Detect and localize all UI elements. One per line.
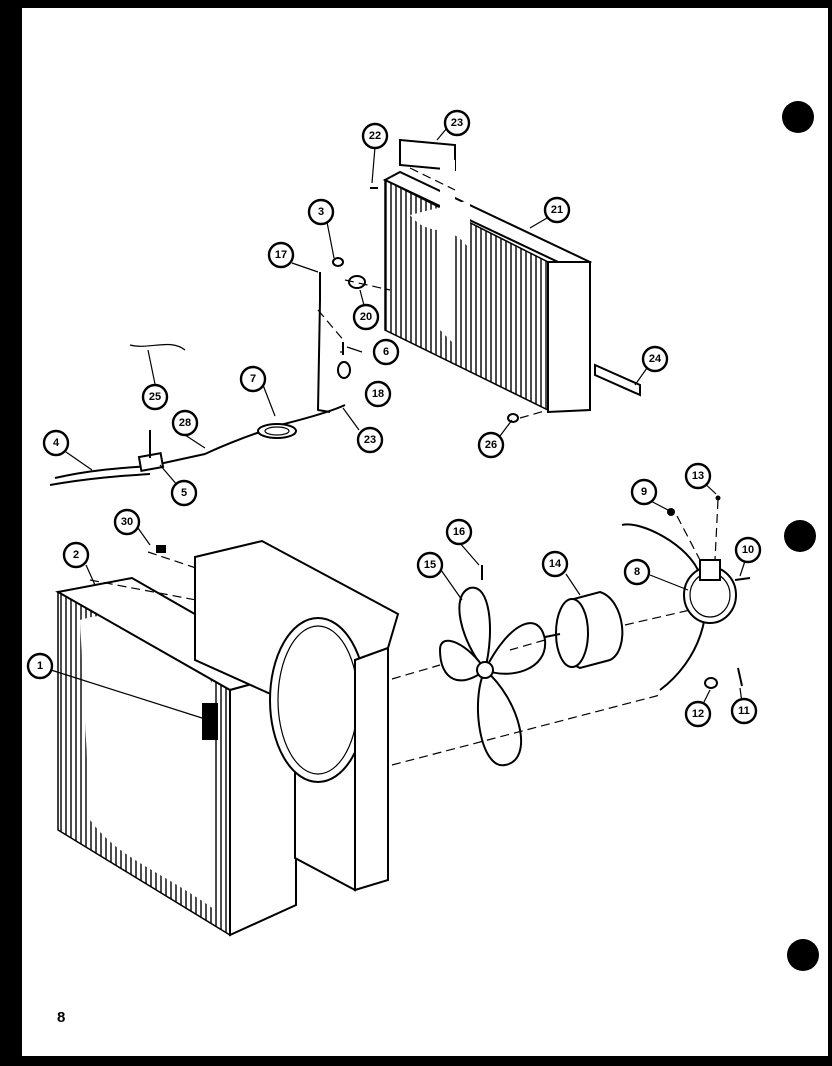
screw-30 (156, 545, 166, 553)
callout-label: 23 (451, 117, 463, 129)
callout-13: 13 (684, 462, 712, 490)
callout-24: 24 (641, 345, 669, 373)
callout-label: 5 (181, 487, 187, 499)
callout-label: 16 (453, 526, 465, 538)
callout-25: 25 (141, 383, 169, 411)
fan-blade-15 (438, 565, 547, 767)
callout-23-lower: 23 (356, 426, 384, 454)
callout-23-top: 23 (443, 109, 471, 137)
bracket-24 (594, 363, 641, 397)
callout-label: 18 (372, 388, 384, 400)
screw-10 (734, 577, 751, 581)
callout-label: 2 (73, 549, 79, 561)
callout-20: 20 (352, 303, 380, 331)
callout-label: 9 (641, 486, 647, 498)
callout-label: 30 (121, 516, 133, 528)
shroud-panel (194, 539, 400, 892)
evaporator-coil-21 (382, 138, 641, 414)
callout-30: 30 (113, 508, 141, 536)
callout-3: 3 (307, 198, 335, 226)
callout-14: 14 (541, 550, 569, 578)
callout-label: 4 (53, 437, 60, 449)
punch-hole-top (782, 101, 814, 133)
callout-16: 16 (445, 518, 473, 546)
callout-label: 28 (179, 417, 191, 429)
motor-mount-8 (621, 495, 751, 691)
callout-label: 6 (383, 346, 389, 358)
callout-label: 11 (738, 705, 750, 717)
screw-11 (737, 667, 743, 687)
callout-label: 13 (692, 470, 704, 482)
callout-22: 22 (361, 122, 389, 150)
callout-label: 17 (275, 249, 287, 261)
callout-label: 7 (250, 373, 256, 385)
callout-9: 9 (630, 478, 658, 506)
assembly-lines (89, 167, 719, 766)
callout-label: 12 (692, 708, 704, 720)
callout-4: 4 (42, 429, 70, 457)
callout-label: 24 (649, 353, 662, 365)
callout-label: 14 (549, 558, 562, 570)
callout-21: 21 (543, 196, 571, 224)
callout-8: 8 (623, 558, 651, 586)
nut-9 (667, 508, 675, 516)
callout-label: 8 (634, 566, 640, 578)
callout-1: 1 (26, 652, 54, 680)
callout-10: 10 (734, 536, 762, 564)
callout-label: 3 (318, 206, 324, 218)
callout-7: 7 (239, 365, 267, 393)
washer-12 (704, 677, 718, 689)
callout-26: 26 (477, 431, 505, 459)
bracket-1 (202, 703, 218, 740)
callout-label: 15 (424, 559, 436, 571)
punch-hole-bottom (787, 939, 819, 971)
callout-label: 20 (360, 311, 372, 323)
callout-6: 6 (372, 338, 400, 366)
callout-2: 2 (62, 541, 90, 569)
page-number: 8 (57, 1009, 66, 1026)
callout-label: 23 (364, 434, 376, 446)
motor-14 (544, 590, 624, 670)
callout-11: 11 (730, 697, 758, 725)
refrigerant-tubing (49, 187, 519, 486)
callout-label: 21 (551, 204, 563, 216)
callout-label: 1 (37, 660, 43, 672)
callout-12: 12 (684, 700, 712, 728)
callout-15: 15 (416, 551, 444, 579)
callout-18: 18 (364, 380, 392, 408)
callout-5: 5 (170, 479, 198, 507)
callout-17: 17 (267, 241, 295, 269)
callout-label: 25 (149, 391, 161, 403)
callout-28: 28 (171, 409, 199, 437)
callout-label: 26 (485, 439, 497, 451)
callout-label: 22 (369, 130, 381, 142)
screw-13 (715, 495, 721, 501)
callout-label: 10 (742, 544, 754, 556)
punch-hole-middle (784, 520, 816, 552)
